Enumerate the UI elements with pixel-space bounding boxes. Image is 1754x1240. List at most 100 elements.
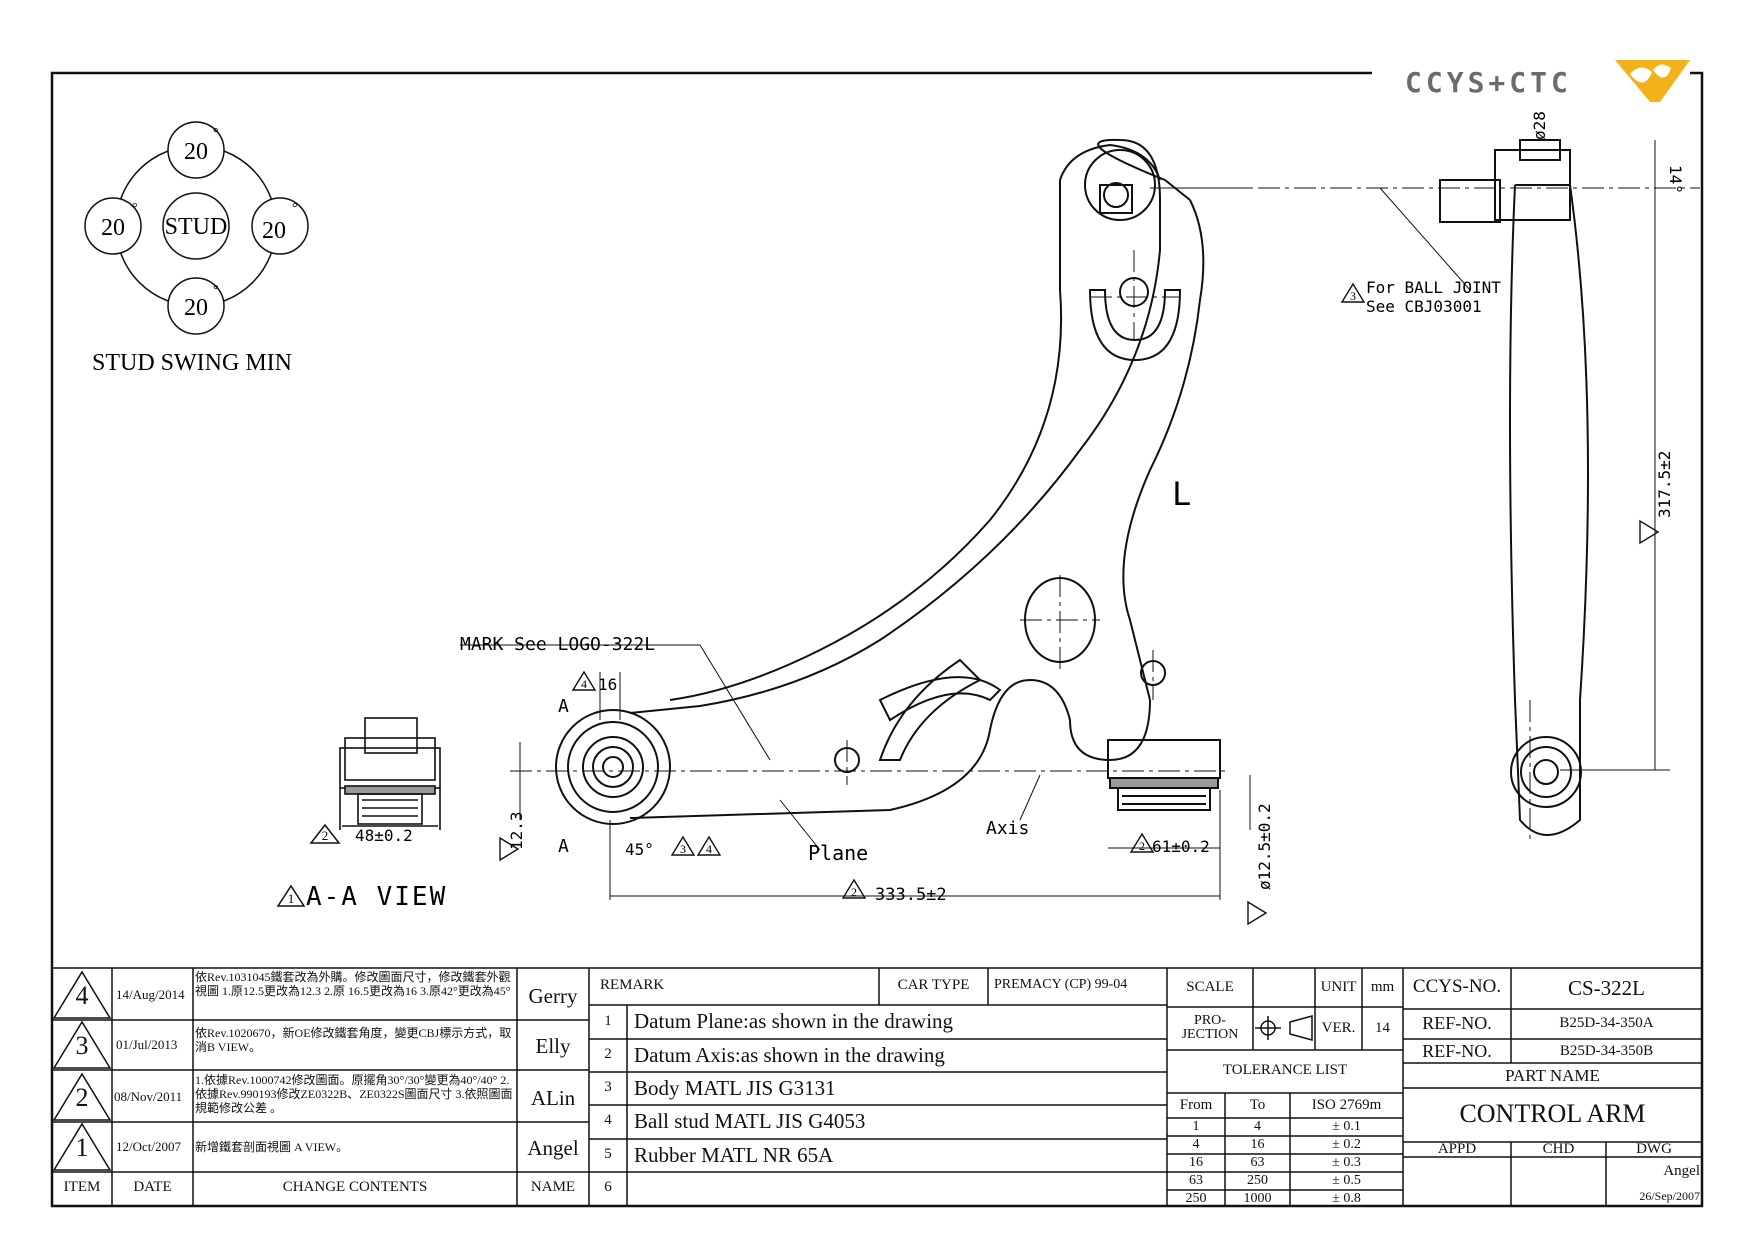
ball-joint-note-1: For BALL JOINT (1366, 278, 1501, 297)
remark-num: 6 (604, 1179, 612, 1195)
stud-swing-diagram (84, 121, 309, 335)
tol-from-header: From (1179, 1097, 1213, 1113)
rev-content: 新增鐵套剖面視圖 A VIEW。 (195, 1140, 349, 1154)
swing-left: 20 (101, 215, 125, 241)
note-number: 3 (680, 842, 686, 856)
dimension-lines (460, 140, 1670, 900)
rev-content: 1.依據Rev.1000742修改圖面。原擺角30°/30°變更為40°/40°… (195, 1073, 513, 1115)
dim-14: 14° (1666, 165, 1685, 194)
remark-num: 1 (604, 1013, 612, 1029)
note-triangle (309, 823, 341, 844)
remark-text: Ball stud MATL JIS G4053 (634, 1109, 866, 1133)
note-triangle (276, 884, 306, 907)
dwg-label: DWG (1636, 1141, 1672, 1157)
ref-no-2: B25D-34-350B (1559, 1043, 1654, 1059)
rev-header-date: DATE (133, 1179, 172, 1195)
note-number: 2 (1139, 839, 1145, 853)
note-triangles (499, 282, 1660, 926)
mark-l: L (1172, 475, 1191, 513)
dwg-date: 26/Sep/2007 (1639, 1189, 1700, 1203)
logo-text: CCYS+CTC (1405, 66, 1572, 99)
unit-value: mm (1370, 979, 1395, 995)
part-name: CONTROL ARM (1459, 1099, 1646, 1128)
rev-header-name: NAME (530, 1179, 576, 1195)
angle-45: 45° (625, 840, 654, 859)
remark-text: Body MATL JIS G3131 (634, 1076, 836, 1100)
tol-value: ± 0.8 (1332, 1192, 1361, 1206)
aa-dim: 48±0.2 (355, 826, 413, 845)
tol-to: 1000 (1243, 1192, 1272, 1206)
remark-num: 5 (604, 1146, 612, 1162)
remark-num: 3 (604, 1079, 612, 1095)
rev-header-contents: CHANGE CONTENTS (282, 1179, 428, 1195)
stud-swing-caption: STUD SWING MIN (92, 350, 292, 376)
dim-12-3: 12.3 (507, 811, 526, 850)
projection-label: PRO- JECTION (1181, 1014, 1239, 1042)
tol-std: ISO 2769m (1311, 1097, 1382, 1113)
title-block-grid (52, 967, 1702, 1206)
remark-num: 4 (604, 1112, 612, 1128)
ref-no-label-2: REF-NO. (1422, 1041, 1492, 1061)
aa-view-bushing (339, 717, 441, 830)
chd-label: CHD (1542, 1141, 1575, 1157)
tol-to: 4 (1254, 1120, 1261, 1134)
rev-date: 12/Oct/2007 (116, 1140, 181, 1154)
rev-content: 依Rev.1020670，新OE修改鐵套角度，變更CBJ標示方式，取消B VIE… (195, 1026, 512, 1054)
rev-date: 14/Aug/2014 (116, 988, 185, 1002)
tol-to: 16 (1250, 1138, 1265, 1152)
rev-date: 08/Nov/2011 (114, 1090, 183, 1104)
tol-from: 1 (1192, 1120, 1200, 1134)
ball-joint-note-2: See CBJ03001 (1366, 297, 1482, 316)
car-type: PREMACY (CP) 99-04 (994, 977, 1128, 992)
deg-mark: ° (132, 201, 138, 216)
dim-12-5: ø12.5±0.2 (1255, 803, 1274, 890)
label-a-top: A (558, 696, 569, 717)
label-a-bottom: A (558, 836, 569, 857)
car-type-label: CAR TYPE (897, 977, 970, 993)
tolerance-title: TOLERANCE LIST (1222, 1062, 1348, 1078)
note-number: 3 (1350, 289, 1356, 303)
ccys-no-label: CCYS-NO. (1412, 976, 1502, 997)
dim-317: 317.5±2 (1655, 451, 1674, 518)
tol-from: 63 (1189, 1174, 1203, 1188)
ref-no-label-1: REF-NO. (1422, 1013, 1492, 1033)
swing-top: 20 (184, 139, 208, 165)
dwg-name: Angel (1663, 1163, 1700, 1179)
note-number: 2 (851, 885, 857, 899)
dim-28: ø28 (1530, 111, 1549, 140)
tol-from: 250 (1185, 1192, 1207, 1206)
center-lines (510, 187, 1700, 840)
deg-mark: ° (213, 126, 219, 141)
ref-no-1: B25D-34-350A (1559, 1015, 1654, 1031)
deg-mark: ° (213, 283, 219, 298)
rev-item: 1 (75, 1133, 89, 1162)
tol-value: ± 0.1 (1332, 1120, 1361, 1134)
rev-item: 3 (75, 1031, 89, 1060)
remark-text: Datum Axis:as shown in the drawing (634, 1043, 945, 1067)
swing-bottom: 20 (184, 295, 208, 321)
tol-value: ± 0.5 (1332, 1174, 1361, 1188)
appd-label: APPD (1437, 1141, 1477, 1157)
company-logo: CCYS+CTC (1405, 52, 1705, 110)
remark-text: Rubber MATL NR 65A (634, 1143, 834, 1167)
rev-header-item: ITEM (63, 1179, 101, 1195)
swing-center: STUD (165, 214, 228, 240)
label-plane: Plane (808, 841, 868, 865)
remark-num: 2 (604, 1046, 612, 1062)
logo-mark-icon (1615, 60, 1690, 102)
rev-name: Elly (535, 1034, 571, 1058)
unit-label: UNIT (1320, 979, 1357, 995)
remark-header: REMARK (600, 977, 665, 993)
rev-name: Angel (527, 1136, 579, 1160)
tol-from: 16 (1189, 1156, 1203, 1170)
rev-name: ALin (530, 1086, 576, 1110)
rev-item: 4 (75, 981, 89, 1010)
note-number: 1 (288, 891, 295, 906)
note-number: 2 (322, 828, 329, 843)
tol-value: ± 0.3 (1332, 1156, 1361, 1170)
tol-to: 63 (1250, 1156, 1265, 1170)
rev-content: 依Rev.1031045鐵套改為外購。修改圖面尺寸，修改鐵套外觀視圖 1.原12… (195, 970, 511, 998)
note-number: 4 (581, 677, 587, 691)
